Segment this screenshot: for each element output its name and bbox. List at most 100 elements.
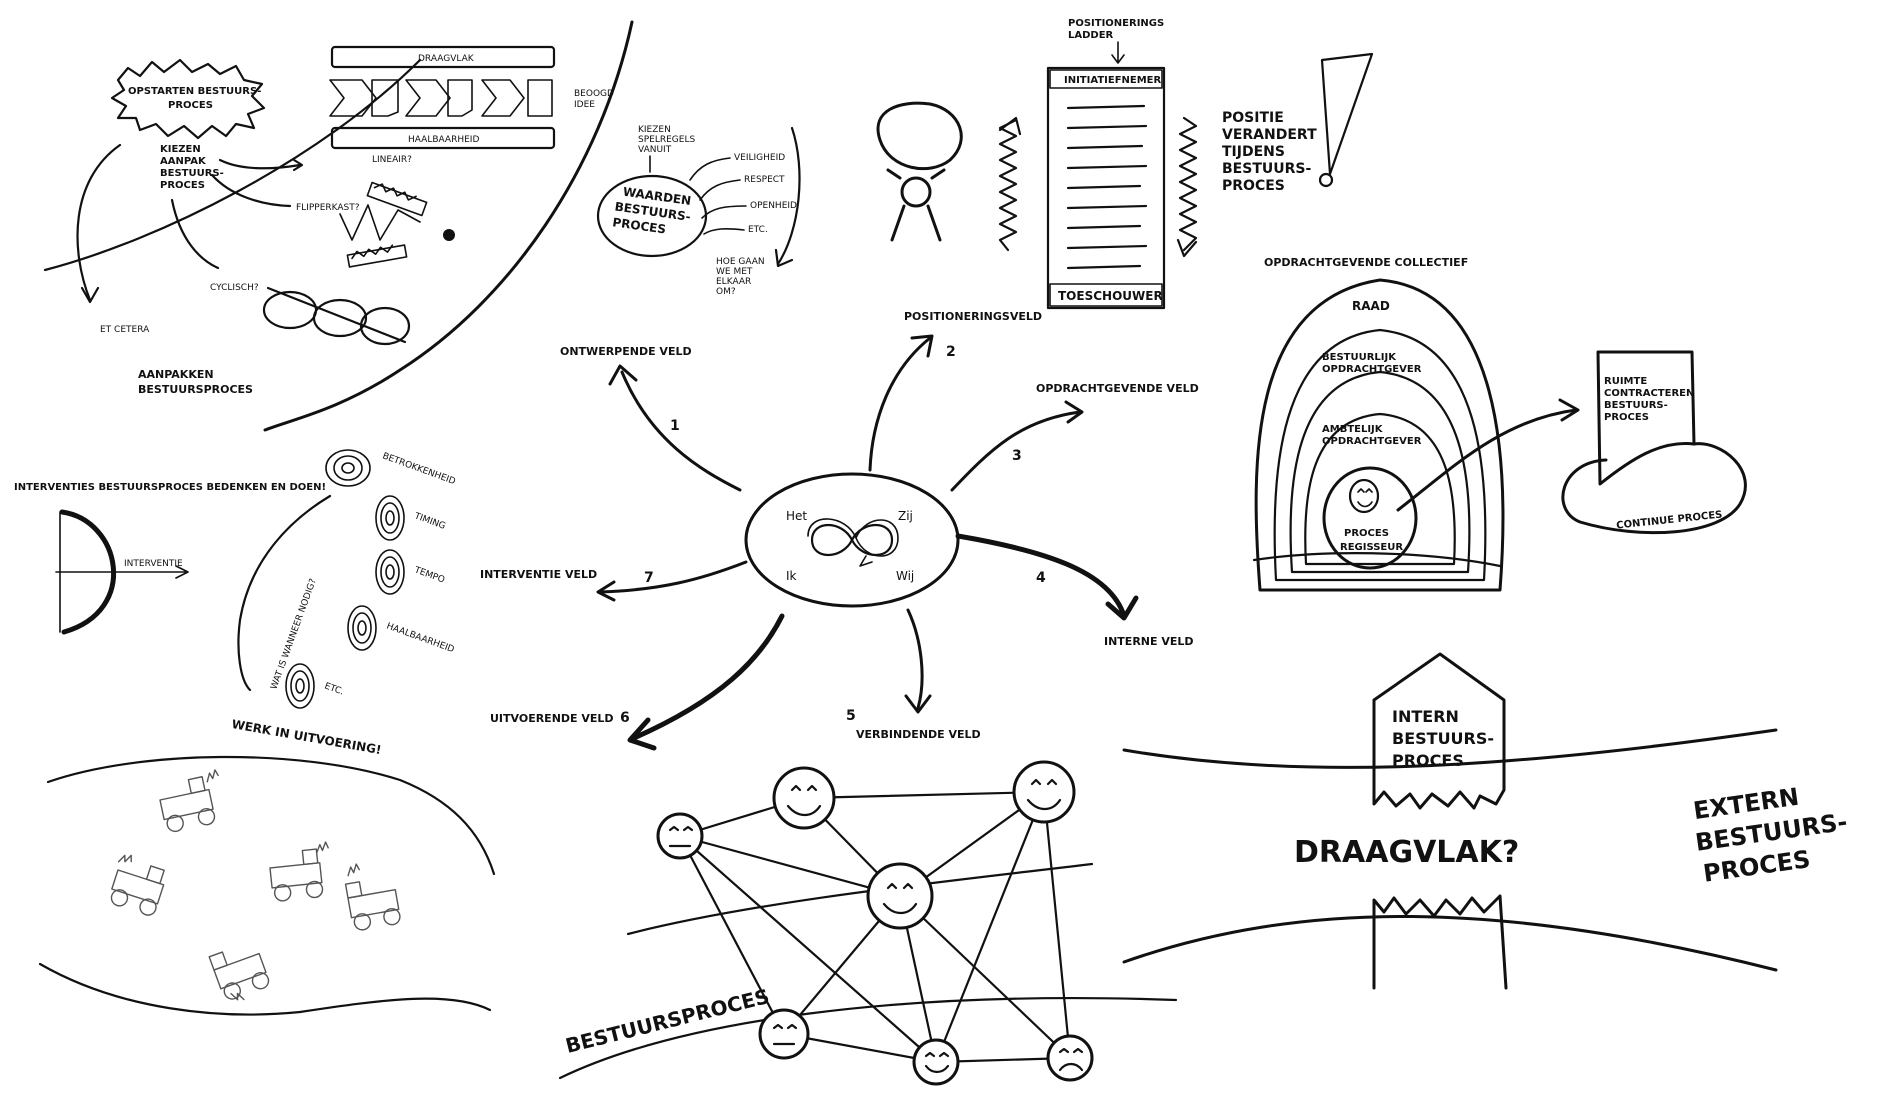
waarden-item-4: ETC. [748, 225, 768, 235]
target-3: TEMPO [412, 565, 446, 586]
bestuurlijk-2: OPDRACHTGEVER [1322, 364, 1422, 375]
aanpak-title-2: BESTUURSPROCES [138, 383, 253, 396]
arrow-field-5 [906, 608, 924, 710]
ladder-bottom: TOESCHOUWER [1058, 289, 1163, 303]
intern-3: PROCES [1392, 751, 1464, 770]
raad-shape [1254, 278, 1505, 592]
werk-title: WERK IN UITVOERING! [231, 717, 383, 757]
upper-curve [1122, 728, 1778, 769]
arrow-field-6 [631, 613, 785, 741]
infinity-icon [810, 524, 894, 556]
ruimte-3: BESTUURS- [1604, 400, 1668, 411]
waarden-item-2: RESPECT [744, 175, 785, 185]
etcetera-label: ET CETERA [100, 325, 150, 335]
arrow-field-1 [620, 370, 742, 492]
opstarten-line-2: PROCES [168, 100, 213, 111]
intern-house [1372, 652, 1506, 810]
ladder-lines [1066, 104, 1148, 270]
field-2-num: 2 [946, 344, 956, 360]
positie-text-3: TIJDENS [1222, 144, 1285, 160]
target-2: TIMING [412, 511, 447, 532]
regisseur-circle [1322, 466, 1418, 570]
raad-label: RAAD [1352, 299, 1390, 313]
bow-icon [59, 509, 116, 635]
werk-section: WERK IN UITVOERING! [38, 717, 496, 1016]
waarden-kiezen-3: VANUIT [638, 145, 672, 155]
haalbaarheid-bar [330, 126, 556, 150]
positie-text-1: POSITIE [1222, 110, 1284, 126]
draagvlak-section: INTERN BESTUURS- PROCES DRAAGVLAK? EXTER… [1122, 652, 1849, 990]
zigzag-down [1178, 116, 1198, 252]
target-1: BETROKKENHEID [381, 451, 457, 487]
arrow-field-2 [868, 336, 932, 472]
waarden-item-1: VEILIGHEID [734, 153, 785, 163]
positie-text-5: PROCES [1222, 178, 1285, 194]
pinball-ball [443, 229, 455, 241]
haalbaarheid-bar-label: HAALBAARHEID [408, 135, 479, 145]
stick-figure [876, 101, 963, 242]
center-ik: Ik [786, 569, 797, 583]
waarden-section: KIEZEN SPELREGELS VANUIT WAARDEN BESTUUR… [596, 125, 801, 297]
intern-base [1372, 894, 1508, 990]
field-5-label: VERBINDENDE VELD [856, 728, 981, 741]
field-4-num: 4 [1036, 570, 1046, 586]
field-3-num: 3 [1012, 448, 1022, 464]
cyclisch-line [266, 286, 407, 344]
opdracht-title: OPDRACHTGEVENDE COLLECTIEF [1264, 256, 1468, 269]
waarden-question-4: OM? [716, 287, 736, 297]
waarden-kiezen-2: SPELREGELS [638, 135, 695, 145]
aanpak-section: OPSTARTEN BESTUURS- PROCES DRAAGVLAK BEO… [43, 20, 634, 432]
positie-text-2: VERANDERT [1222, 127, 1317, 143]
field-3-label: OPDRACHTGEVENDE VELD [1036, 382, 1199, 395]
waarden-question-3: ELKAAR [716, 277, 751, 287]
netwerk-section: BESTUURSPROCES [558, 760, 1178, 1086]
arrow-field-4 [955, 533, 1127, 619]
node-neutral-1 [656, 812, 704, 860]
ladder-top: INITIATIEFNEMER [1064, 75, 1162, 86]
field-4-label: INTERNE VELD [1104, 635, 1194, 648]
interventie-label: INTERVENTIE [124, 559, 183, 569]
waarden-ellipse [596, 174, 708, 258]
network-nodes [656, 760, 1094, 1086]
node-sad [1046, 1034, 1094, 1082]
arrow-lineair [218, 158, 302, 170]
draagvlak-bar [330, 45, 556, 69]
ambtelijk-1: AMBTELIJK [1322, 424, 1384, 435]
regisseur-1: PROCES [1344, 528, 1389, 539]
aanpak-title-1: AANPAKKEN [138, 368, 214, 381]
arrow-field-7 [598, 560, 748, 594]
chevron-row [329, 79, 553, 117]
center-wij: Wij [896, 569, 914, 583]
field-1-num: 1 [670, 418, 680, 434]
draagvlak-main: DRAAGVLAK? [1294, 835, 1519, 870]
field-6-num: 6 [620, 710, 630, 726]
zigzag-up [998, 118, 1018, 252]
kiezen-2: AANPAK [160, 156, 207, 167]
draagvlak-bar-label: DRAAGVLAK [418, 54, 475, 64]
interventies-title: INTERVENTIES BESTUURSPROCES BEDENKEN EN … [14, 482, 326, 493]
interventies-section: INTERVENTIES BESTUURSPROCES BEDENKEN EN … [14, 449, 457, 709]
bestuurlijk-1: BESTUURLIJK [1322, 352, 1397, 363]
node-smiley-2 [1012, 760, 1076, 824]
intern-1: INTERN [1392, 707, 1459, 726]
center-section: Het Zij Ik Wij 1 ONTWERPENDE VELD 2 POSI… [480, 310, 1199, 751]
center-het: Het [786, 509, 807, 523]
field-5-num: 5 [846, 708, 856, 724]
ladder-label-1: POSITIONERINGS [1068, 18, 1164, 29]
waarden-kiezen-1: KIEZEN [638, 125, 671, 135]
waarden-question-2: WE MET [716, 267, 753, 277]
ruimte-2: CONTRACTEREN [1604, 388, 1694, 399]
ladder-box [1046, 66, 1166, 310]
field-7-num: 7 [644, 570, 654, 586]
target-5: ETC. [323, 681, 345, 697]
beoogd-1: BEOOGD [574, 89, 614, 99]
tractor-icons [110, 769, 401, 1001]
kiezen-1: KIEZEN [160, 144, 201, 155]
bestuursproces-label: BESTUURSPROCES [563, 984, 772, 1058]
field-1-label: ONTWERPENDE VELD [560, 345, 692, 358]
node-smiley-1 [772, 766, 836, 830]
target-icons [285, 449, 405, 709]
ruimte-4: PROCES [1604, 412, 1649, 423]
opstarten-line-1: OPSTARTEN BESTUURS- [128, 86, 261, 97]
